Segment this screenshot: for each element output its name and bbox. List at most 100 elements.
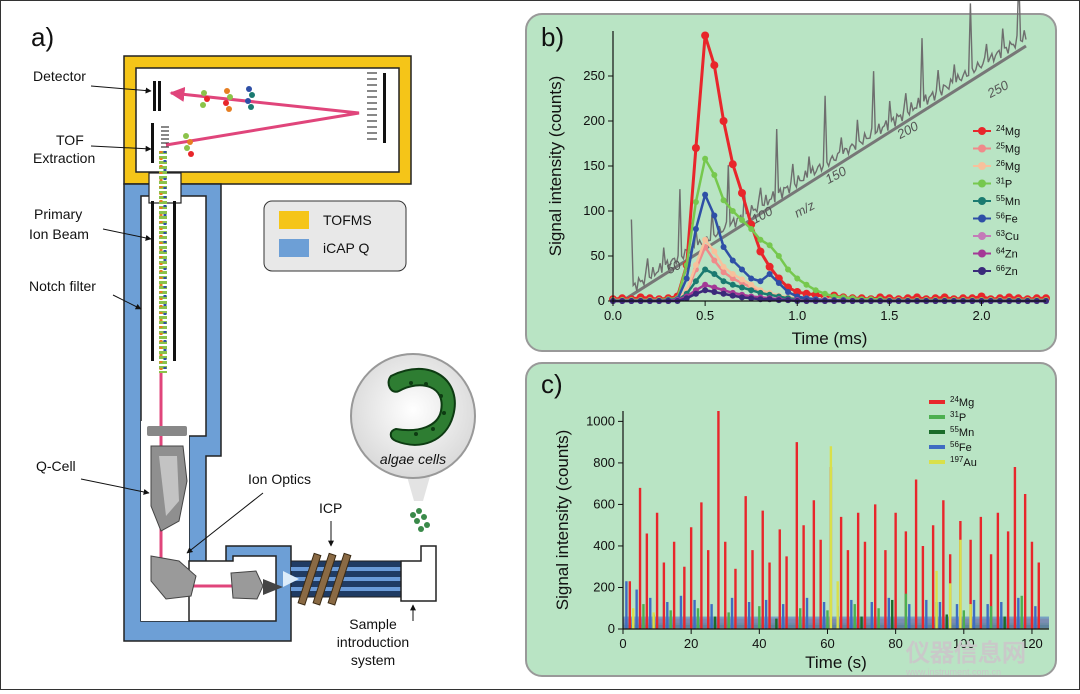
data-point [702, 155, 709, 162]
data-point [738, 217, 745, 223]
y-tick-label: 250 [583, 68, 605, 83]
x-tick-label: 2.0 [972, 308, 990, 323]
data-point [785, 297, 792, 304]
legend-label: 56Fe [996, 212, 1018, 226]
algae-label: algae cells [380, 451, 446, 467]
noise-band [623, 616, 1049, 629]
y-tick-label: 0 [608, 621, 615, 636]
data-point [711, 284, 718, 291]
label-sample-3: system [351, 652, 395, 668]
x-tick-label: 100 [953, 636, 975, 651]
data-point [692, 290, 699, 297]
y-tick-label: 150 [583, 158, 605, 173]
legend-label: 24Mg [996, 124, 1020, 138]
data-point [711, 212, 718, 219]
panel-a-legend: TOFMS iCAP Q [263, 200, 407, 272]
data-point [811, 290, 820, 299]
data-point [748, 275, 755, 282]
label-qcell: Q-Cell [36, 458, 76, 474]
panel-a-labels: Detector TOF Extraction Primary Ion Beam… [29, 68, 416, 668]
x-tick-label: 1.5 [880, 308, 898, 323]
label-tof-1: TOF [56, 132, 84, 148]
x-tick-label: 0 [619, 636, 626, 651]
data-point [729, 281, 736, 288]
data-point [803, 281, 810, 288]
data-point [728, 160, 737, 169]
data-point [757, 236, 764, 243]
label-sample-1: Sample [349, 616, 397, 632]
data-point [748, 226, 755, 232]
data-point [748, 295, 755, 302]
data-point [737, 189, 746, 197]
legend-label: 31P [996, 177, 1012, 191]
x-tick-label: 20 [684, 636, 698, 651]
x-tick-label: 60 [820, 636, 834, 651]
label-primary-2: Ion Beam [29, 226, 89, 242]
reflectron [367, 72, 377, 140]
y-tick-label: 400 [593, 538, 615, 553]
y-tick-label: 0 [598, 293, 605, 308]
legend-label: 55Mn [996, 194, 1020, 208]
series-24mg [628, 411, 1040, 629]
data-point [748, 287, 755, 294]
data-point [729, 271, 736, 277]
q-cell [147, 426, 188, 532]
y-tick-label: 600 [593, 496, 615, 511]
legend-marker [978, 179, 986, 188]
data-point [720, 269, 727, 276]
data-point [738, 284, 745, 291]
data-point [729, 275, 736, 282]
legend-label: 64Zn [996, 247, 1018, 261]
data-point [738, 266, 745, 273]
data-point [692, 278, 699, 285]
data-point [710, 61, 719, 70]
legend-marker [978, 267, 986, 275]
data-point [702, 191, 709, 198]
data-point [757, 289, 764, 296]
label-ion-optics: Ion Optics [248, 471, 311, 487]
tofms-box [123, 55, 412, 185]
label-detector: Detector [33, 68, 86, 84]
data-point [775, 253, 782, 259]
data-point [729, 257, 736, 264]
data-point [738, 276, 745, 283]
watermark-sub: www.instrument.com.cn [905, 667, 1001, 677]
data-point [692, 199, 699, 205]
label-notch: Notch filter [29, 278, 96, 294]
legend-label-tofms: TOFMS [323, 212, 372, 228]
data-point [683, 275, 690, 282]
data-point [692, 262, 699, 268]
data-point [711, 248, 718, 255]
legend-marker [978, 144, 986, 153]
data-point [793, 288, 802, 296]
data-point [775, 297, 782, 304]
legend-marker [978, 249, 986, 258]
ion-packets [183, 86, 255, 157]
data-point [766, 271, 773, 277]
extraction-plate [151, 123, 154, 163]
legend-marker [978, 197, 986, 205]
series-197au [632, 446, 972, 629]
label-sample-2: introduction [337, 634, 409, 650]
data-point [711, 172, 718, 178]
data-point [683, 295, 690, 302]
baseline-noise [623, 616, 1049, 629]
legend-label-icapq: iCAP Q [323, 240, 370, 256]
data-point [785, 266, 792, 273]
primary-beam-dots [159, 151, 167, 373]
data-point [748, 281, 755, 288]
legend-marker [978, 232, 986, 240]
data-point [720, 244, 727, 250]
legend-swatch-icapq [279, 239, 309, 257]
data-point [691, 144, 700, 152]
x-tick-label: 0.5 [696, 308, 714, 323]
data-point [711, 289, 718, 295]
label-primary-1: Primary [34, 206, 82, 222]
panel-c-letter: c) [541, 369, 563, 399]
data-point [729, 292, 736, 299]
label-icp: ICP [319, 500, 342, 516]
